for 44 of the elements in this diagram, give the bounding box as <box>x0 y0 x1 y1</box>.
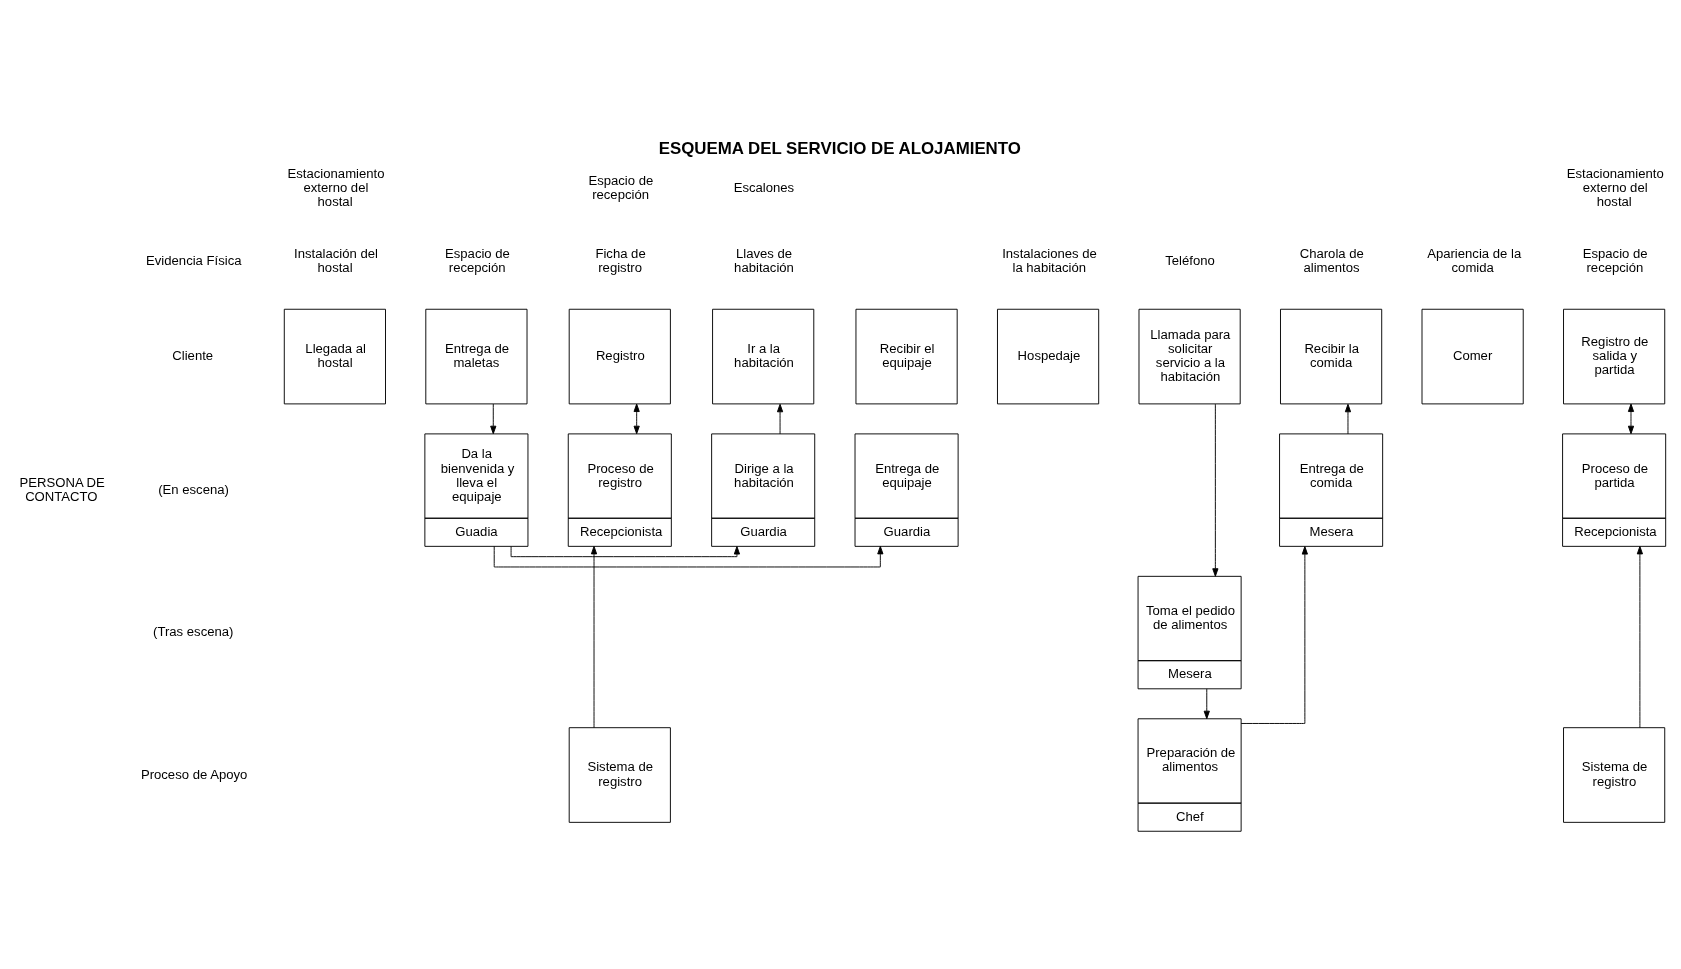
arrow <box>633 403 640 435</box>
node-box: Entrega de maletas <box>425 308 528 405</box>
label: Espacio de recepción <box>445 245 510 275</box>
arrow <box>590 545 598 729</box>
node-box: Comer <box>1421 308 1524 405</box>
arrow <box>490 403 497 435</box>
label: Cliente <box>172 348 214 364</box>
label: Apariencia de la comida <box>1427 245 1522 275</box>
node-box: Llegada al hostal <box>283 308 386 405</box>
label: Instalaciones de la habitación <box>1002 245 1097 275</box>
node-box: Ir a la habitación <box>712 308 815 405</box>
arrow <box>776 403 784 435</box>
node-box: Recibir la comida <box>1280 308 1383 405</box>
diagram-title: ESQUEMA DEL SERVICIO DE ALOJAMIENTO <box>658 139 1021 159</box>
label: Teléfono <box>1165 252 1215 268</box>
label: Estacionamiento externo del hostal <box>1566 166 1664 210</box>
label: Espacio de recepción <box>588 173 654 203</box>
label: Ficha de registro <box>595 245 646 275</box>
node-box: Hospedaje <box>997 308 1100 405</box>
label: Estacionamiento externo del hostal <box>287 166 385 210</box>
arrow <box>1636 545 1643 729</box>
arrow <box>1344 403 1352 435</box>
arrow <box>1212 403 1219 577</box>
node-box: Llamada para solicitar servicio a la habitación <box>1138 308 1241 405</box>
label: Proceso de Apoyo <box>140 766 248 782</box>
arrow <box>1240 546 1308 724</box>
node-box: Sistema de registro <box>1563 727 1666 823</box>
arrow <box>510 546 741 558</box>
label: (En escena) <box>158 481 229 497</box>
label: PERSONA DE CONTACTO <box>19 474 105 504</box>
label: Espacio de recepción <box>1582 245 1648 275</box>
label: (Tras escena) <box>153 624 234 640</box>
node-box: Recibir el equipaje <box>855 308 958 405</box>
node-box: Registro <box>568 308 671 405</box>
arrow <box>493 545 884 568</box>
label: Instalación del hostal <box>294 245 378 275</box>
node-box: Registro de salida y partida <box>1563 308 1666 405</box>
arrow <box>1627 403 1635 435</box>
node-box: Sistema de registro <box>568 727 671 823</box>
label: Evidencia Física <box>146 252 242 268</box>
label: Llaves de habitación <box>734 245 794 275</box>
label: Escalones <box>733 180 795 196</box>
label: Charola de alimentos <box>1299 245 1364 275</box>
arrow <box>1203 688 1210 720</box>
